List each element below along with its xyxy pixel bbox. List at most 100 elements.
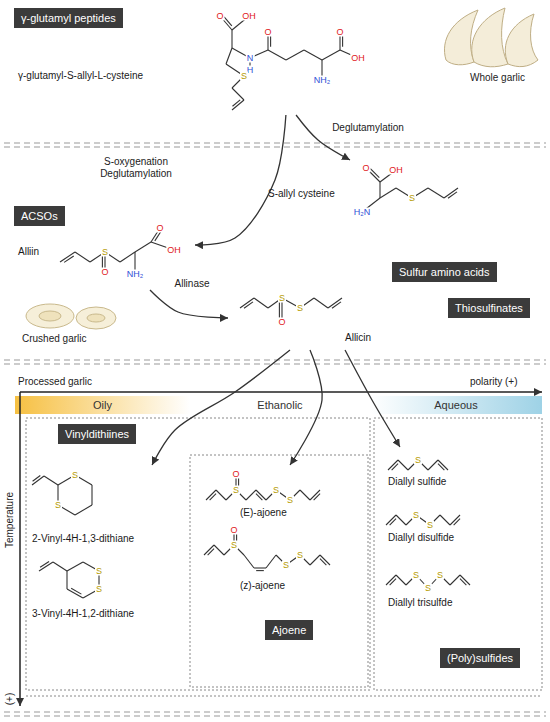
bond	[204, 545, 214, 555]
bond	[396, 515, 406, 525]
compound: (z)-ajoene	[196, 528, 336, 594]
polarity-band: Aqueous	[370, 396, 542, 414]
compound-name: Diallyl disulfide	[388, 532, 454, 544]
compound-name: (z)-ajoene	[240, 580, 285, 592]
atom-label: S	[282, 561, 290, 570]
atom-label: O	[263, 28, 272, 37]
bond	[440, 515, 450, 525]
atom-label: O	[229, 526, 238, 535]
molecule-structures	[32, 16, 470, 598]
bond	[310, 555, 320, 565]
polarity-band: Oily	[15, 396, 190, 414]
double-bond	[454, 519, 460, 525]
atom-label: OH	[350, 54, 366, 63]
compound: (E)-ajoene	[198, 465, 328, 520]
whole-garlic-illustration	[444, 8, 538, 67]
compound-name: Allicin	[345, 332, 371, 344]
atom-label: O	[335, 28, 344, 37]
bond	[444, 188, 458, 198]
double-bond	[392, 464, 398, 470]
atom-label: S	[232, 486, 240, 495]
bond	[322, 50, 340, 60]
compound: 2-Vinyl-4H-1,3-dithiane	[28, 465, 178, 547]
compound-name: 2-Vinyl-4H-1,3-dithiane	[32, 533, 134, 545]
bond	[75, 505, 92, 515]
reaction-label: Allinase	[170, 278, 214, 290]
reaction-arrow	[345, 350, 400, 447]
bond	[268, 50, 286, 60]
atom-label: S	[408, 194, 416, 203]
atom-label: O	[231, 470, 240, 479]
double-bond	[438, 464, 444, 470]
double-bond	[102, 256, 103, 269]
connectors	[150, 115, 400, 465]
bond	[254, 567, 266, 568]
atom-label: S	[230, 541, 238, 550]
atom-label: S	[296, 551, 304, 560]
bond	[386, 575, 396, 585]
bond	[328, 298, 342, 308]
bond	[39, 562, 53, 571]
band-text: Oily	[93, 399, 112, 411]
bond	[216, 490, 226, 500]
category-text: γ-glutamyl peptides	[21, 12, 116, 24]
compound-name: S-allyl cysteine	[268, 188, 335, 200]
double-bond	[320, 559, 326, 565]
bond	[120, 252, 135, 262]
category-label: Vinyldithiines	[58, 424, 136, 444]
atom-label: S	[426, 521, 434, 530]
bond	[428, 460, 438, 470]
atom-label: S	[436, 571, 444, 580]
double-bond	[448, 192, 457, 198]
double-bond	[64, 256, 74, 262]
bond	[244, 555, 254, 568]
category-text: (Poly)sulfides	[447, 652, 513, 664]
bond	[450, 515, 460, 525]
double-bond	[40, 561, 49, 567]
atom-label: S	[278, 294, 286, 303]
category-text: ACSOs	[21, 210, 58, 222]
atom-label: S	[71, 471, 79, 480]
compound-name: Diallyl sulfide	[388, 476, 446, 488]
bond	[386, 515, 396, 525]
atom-label: O	[277, 318, 286, 327]
bond	[214, 545, 224, 555]
separator-lines	[4, 143, 546, 716]
bond	[388, 460, 398, 470]
caption-label: Processed garlic	[18, 377, 92, 387]
atom-label: O	[100, 268, 109, 277]
bond	[396, 575, 406, 585]
atom-label: OH	[388, 166, 404, 175]
bond	[310, 490, 320, 500]
bond	[379, 182, 380, 198]
band-text: Aqueous	[434, 399, 477, 411]
double-bond	[390, 579, 396, 585]
double-bond	[224, 17, 232, 26]
polarity-band-ground	[15, 396, 542, 414]
caption-label: Whole garlic	[470, 73, 525, 83]
double-bond	[390, 519, 396, 525]
double-bond	[342, 35, 343, 47]
double-bond	[256, 494, 262, 500]
atom-label: S	[54, 501, 62, 510]
bond	[67, 562, 83, 571]
reaction-arrow	[150, 290, 228, 318]
category-label: (Poly)sulfides	[440, 648, 520, 668]
atom-label: S	[286, 496, 294, 505]
atom-label: S	[412, 511, 420, 520]
double-bond	[33, 476, 41, 482]
atom-label: O	[361, 164, 370, 173]
double-bond	[370, 169, 379, 178]
atom-label: NH₂	[126, 270, 145, 279]
category-text: Thiosulfinates	[455, 302, 523, 314]
compound: Allicin	[228, 288, 383, 350]
bond	[60, 252, 75, 262]
bond	[398, 460, 408, 470]
atom-label: O	[155, 224, 164, 233]
bond	[226, 48, 232, 64]
caption-label: polarity (+)	[470, 377, 518, 387]
atom-label: S	[101, 248, 109, 257]
crushed-garlic-illustration	[26, 304, 116, 329]
compound: Alliin	[15, 224, 195, 290]
group-outlines	[26, 418, 542, 696]
